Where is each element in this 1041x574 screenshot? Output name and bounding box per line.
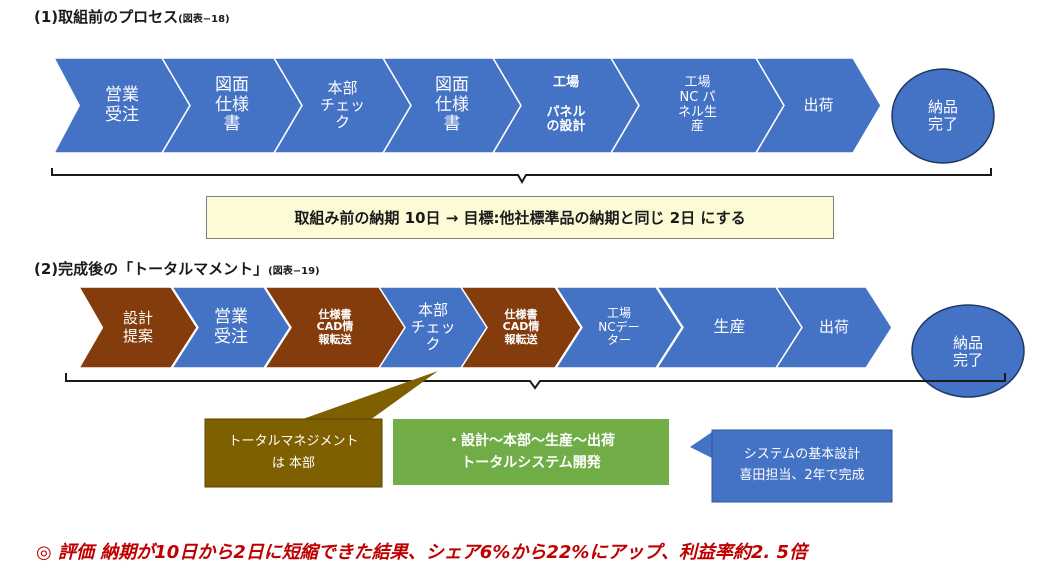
row2-step-label-2: 営業 受注 (213, 306, 248, 347)
row1-step-label-3: 本部 チェッ ク (319, 78, 365, 132)
row1-step-label-7: 出荷 (803, 95, 834, 114)
row2-chevron-6 (554, 286, 683, 369)
section2-title: (2)完成後の「トータルマメント」(図表−19) (34, 258, 320, 279)
row2-step-label-4: 本部 チェッ ク (410, 300, 456, 354)
row2-chevron-2 (170, 286, 291, 369)
callout-pointer-brown (300, 371, 438, 420)
brace-1 (51, 168, 992, 185)
section2-ref: (図表−19) (268, 266, 320, 277)
callout-total-system: ・設計〜本部〜生産〜出荷 トータルシステム開発 (447, 432, 615, 471)
section1-title-text: (1)取組前のプロセス (34, 8, 179, 26)
callout-total-management: トータルマネジメント は 本部 (228, 433, 359, 471)
callout-blue-bg (711, 429, 893, 503)
row1-step-label-2: 図面 仕様 書 (214, 75, 249, 135)
delivery-complete-label-2: 納品 完了 (952, 333, 983, 369)
row2-step-label-5: 仕様書 CAD情 報転送 (502, 307, 540, 346)
callout-brown-bg (204, 418, 383, 488)
callout-system-design: システムの基本設計 喜田担当、2年で完成 (739, 447, 865, 483)
row1-chevron-7 (754, 57, 882, 154)
callout-pointer-blue (690, 432, 712, 458)
delivery-complete-label-1: 納品 完了 (927, 97, 958, 133)
row1-step-label-5: 工場 パネル の設計 (546, 74, 586, 135)
row2-chevron-8 (774, 286, 893, 369)
evaluation-text: ◎ 評価 納期が10日から2日に短縮できた結果、シェア6%から22%にアップ、利… (36, 542, 808, 563)
row1-step-label-4: 図面 仕様 書 (434, 75, 469, 135)
row2-step-label-8: 出荷 (818, 317, 849, 336)
row2-step-label-6: 工場 NCデー ター (598, 305, 640, 348)
section1-ref: (図表−18) (178, 14, 230, 25)
delivery-complete-node-1 (891, 68, 995, 164)
row1-step-label-6: 工場 NC パ ネル生 産 (677, 74, 717, 135)
row2-step-label-1: 設計 提案 (122, 309, 153, 345)
goal-box: 取組み前の納期 10日 → 目標:他社標準品の納期と同じ 2日 にする (206, 196, 834, 239)
row1-step-label-1: 営業 受注 (104, 84, 139, 125)
row2-chevron-5 (459, 286, 582, 369)
brace-2 (65, 373, 1006, 390)
row2-chevron-1 (77, 286, 198, 369)
section1-title: (1)取組前のプロセス(図表−18) (34, 6, 230, 27)
row2-step-label-3: 仕様書 CAD情 報転送 (316, 307, 354, 346)
row2-step-label-7: 生産 (713, 317, 746, 337)
delivery-complete-node-2 (911, 304, 1025, 398)
callout-green-bg (393, 419, 669, 485)
section2-title-text: (2)完成後の「トータルマメント」 (34, 260, 269, 278)
